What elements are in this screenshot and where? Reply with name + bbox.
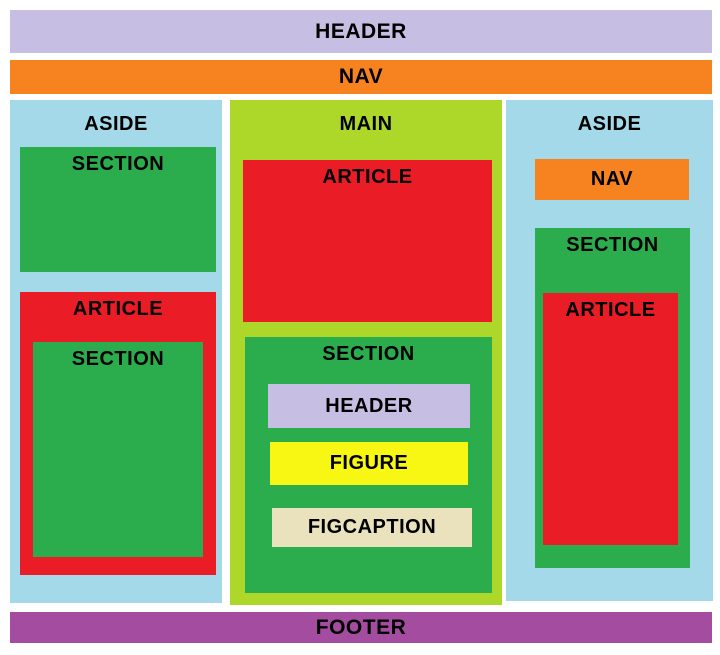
left-aside-label: ASIDE — [84, 113, 148, 135]
main-section-figure: FIGURE — [270, 442, 468, 485]
right-aside-section-label: SECTION — [566, 234, 659, 256]
main-section-header-label: HEADER — [325, 394, 413, 417]
left-aside-article-label: ARTICLE — [72, 298, 164, 320]
main-area: MAIN ARTICLE SECTION HEADER FIGURE FIGCA… — [230, 100, 502, 605]
header-bar-label: HEADER — [315, 19, 407, 43]
main-section-figure-label: FIGURE — [329, 452, 409, 474]
right-aside: ASIDE NAV SECTION ARTICLE — [506, 100, 713, 601]
left-aside-article-section: SECTION — [33, 342, 203, 557]
left-aside-section-label: SECTION — [71, 153, 165, 175]
nav-bar-label: NAV — [338, 65, 384, 88]
right-aside-label: ASIDE — [577, 113, 642, 135]
footer-bar: FOOTER — [10, 612, 712, 643]
left-aside-article-section-label: SECTION — [71, 348, 165, 370]
left-aside-section: SECTION — [20, 147, 216, 272]
main-label: MAIN — [339, 113, 393, 135]
right-aside-nav: NAV — [535, 159, 689, 200]
right-aside-section-article-label: ARTICLE — [565, 299, 656, 321]
footer-bar-label: FOOTER — [315, 615, 407, 639]
header-bar: HEADER — [10, 10, 712, 53]
main-section-label: SECTION — [322, 343, 415, 365]
right-aside-nav-label: NAV — [590, 168, 634, 190]
main-article-label: ARTICLE — [322, 166, 413, 188]
left-aside-article: ARTICLE SECTION — [20, 292, 216, 575]
main-section-header: HEADER — [268, 384, 470, 428]
nav-bar: NAV — [10, 60, 712, 94]
left-aside: ASIDE SECTION ARTICLE SECTION — [10, 100, 222, 603]
right-aside-section: SECTION ARTICLE — [535, 228, 690, 568]
main-section: SECTION HEADER FIGURE FIGCAPTION — [245, 337, 492, 593]
main-section-figcaption-label: FIGCAPTION — [307, 516, 437, 538]
main-article: ARTICLE — [243, 160, 492, 322]
main-section-figcaption: FIGCAPTION — [272, 508, 472, 547]
right-aside-section-article: ARTICLE — [543, 293, 678, 545]
